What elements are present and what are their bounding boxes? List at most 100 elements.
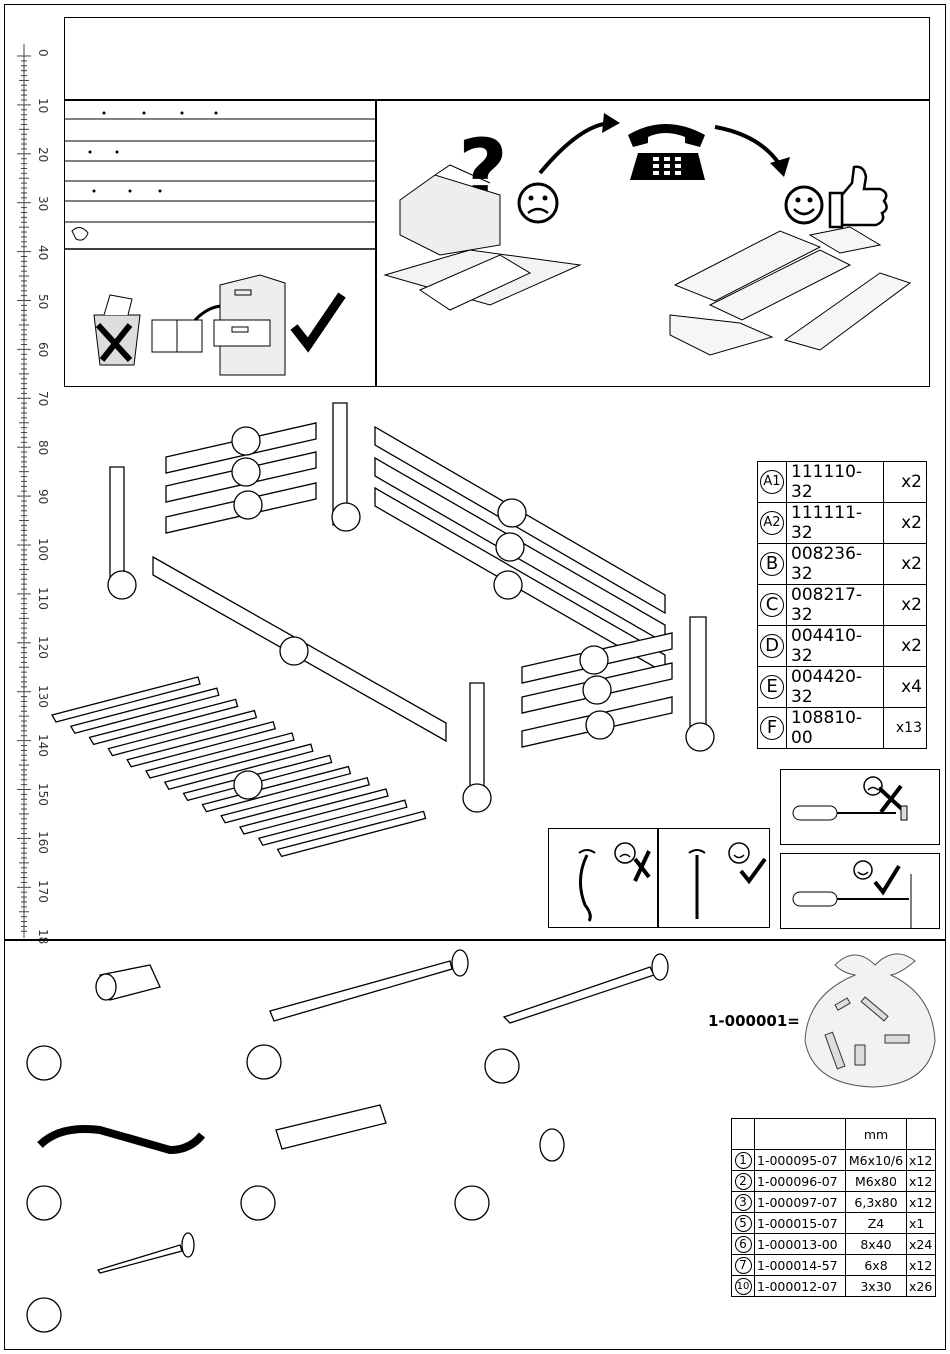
hardware-qty: x12 [906,1191,936,1213]
screw-right-panel [658,828,770,928]
hardware-num: 6 [734,1235,752,1253]
ruler-label: 50 [36,293,50,309]
hardware-code: 1-000097-07 [754,1191,846,1213]
part-qty: x13 [883,707,927,749]
slat [257,799,408,846]
header-vdivider [375,99,377,387]
hardware-qty: x24 [906,1233,936,1255]
part-code: 111111-32 [786,502,884,544]
ruler-label: 10 [36,97,50,114]
part-qty: x2 [883,543,927,585]
part-letter: A1 [760,470,784,494]
part-letter: C [760,593,784,617]
slat [145,732,295,779]
part-code: 008217-32 [786,584,884,626]
screwdriver-right-panel [780,853,940,929]
part-letter: B [760,552,784,576]
slat [163,743,314,790]
ruler-label: 40 [36,244,50,260]
part-letter: D [760,634,784,658]
hardware-table: mm 1 1-000095-07 M6x10/6 x12 2 1-000096-… [731,1118,936,1297]
ruler-label: 90 [36,489,50,505]
hardware-row: 6 1-000013-00 8x40 x24 [731,1233,936,1255]
part-code: 008236-32 [786,543,884,585]
part-letter-cell: B [757,543,787,585]
part-letter: A2 [760,511,784,535]
ruler-label: 140 [36,733,50,757]
ruler-label: 170 [36,880,50,904]
ruler-label: 0 [36,49,50,57]
happy-face-icon [784,185,824,225]
part-qty: x4 [883,666,927,708]
hardware-row: 1 1-000095-07 M6x10/6 x12 [731,1149,936,1171]
ruler-label: 130 [36,684,50,708]
exploded-bed-drawing [50,395,730,885]
hardware-num: 3 [734,1193,752,1211]
hardware-qty: x1 [906,1212,936,1234]
part-letter: E [760,675,784,699]
hardware-num-cell: 2 [731,1170,755,1192]
hardware-size: 3x30 [845,1275,907,1297]
section-divider [4,939,946,941]
parts-row: D 004410-32 x2 [757,625,927,667]
part-qty: x2 [883,584,927,626]
ruler-label: 150 [36,782,50,806]
ruler-label: 80 [36,440,50,456]
part-code: 108810-00 [786,707,884,749]
slat [220,777,371,824]
fittings-bag-icon [795,945,945,1093]
hardware-code: 1-000013-00 [754,1233,846,1255]
parts-row: A2 111111-32 x2 [757,502,927,544]
hardware-num-cell: 6 [731,1233,755,1255]
unit-header: mm [845,1118,907,1150]
part-code: 004410-32 [786,625,884,667]
hardware-size: Z4 [845,1212,907,1234]
hardware-code: 1-000096-07 [754,1170,846,1192]
hardware-num: 2 [734,1172,752,1190]
slat [69,687,220,734]
part-qty: x2 [883,625,927,667]
hardware-code: 1-000015-07 [754,1212,846,1234]
hardware-num-cell: 10 [731,1275,755,1297]
parts-row: A1 111110-32 x2 [757,461,927,503]
slat [51,676,201,723]
hardware-num: 1 [734,1151,752,1169]
hardware-code: 1-000095-07 [754,1149,846,1171]
hardware-num: 10 [734,1278,752,1295]
sad-face-icon [517,182,559,224]
slat [276,810,427,858]
hardware-num: 5 [734,1214,752,1232]
hardware-num-cell: 7 [731,1254,755,1276]
slat [126,721,277,768]
hardware-qty: x12 [906,1149,936,1171]
slat [201,765,352,813]
page-frame [4,4,946,1350]
header-divider [64,99,930,101]
hardware-size: 8x40 [845,1233,907,1255]
hardware-num-cell: 5 [731,1212,755,1234]
hardware-qty: x12 [906,1170,936,1192]
header-box [64,17,930,387]
ruler-label: 120 [36,635,50,659]
ruler-label: 70 [36,391,50,407]
ruler-label: 60 [36,342,50,358]
part-letter-cell: F [757,707,787,749]
info-lines [64,99,375,251]
ruler-ticks [17,44,31,938]
slat [107,709,258,757]
ruler-label: 160 [36,831,50,855]
hardware-code: 1-000014-57 [754,1254,846,1276]
part-qty: x2 [883,461,927,503]
parts-row: E 004420-32 x4 [757,666,927,708]
hardware-num-cell: 3 [731,1191,755,1213]
hardware-num-cell: 1 [731,1149,755,1171]
hardware-size: M6x10/6 [845,1149,907,1171]
support-illustration: ? [380,105,925,380]
telephone-icon [628,124,705,180]
parts-table: A1 111110-32 x2 A2 111111-32 x2 B 008236… [757,461,927,749]
part-letter-cell: C [757,584,787,626]
slat [239,788,389,835]
hardware-num: 7 [734,1256,752,1274]
part-code: 004420-32 [786,666,884,708]
slat [88,698,239,746]
